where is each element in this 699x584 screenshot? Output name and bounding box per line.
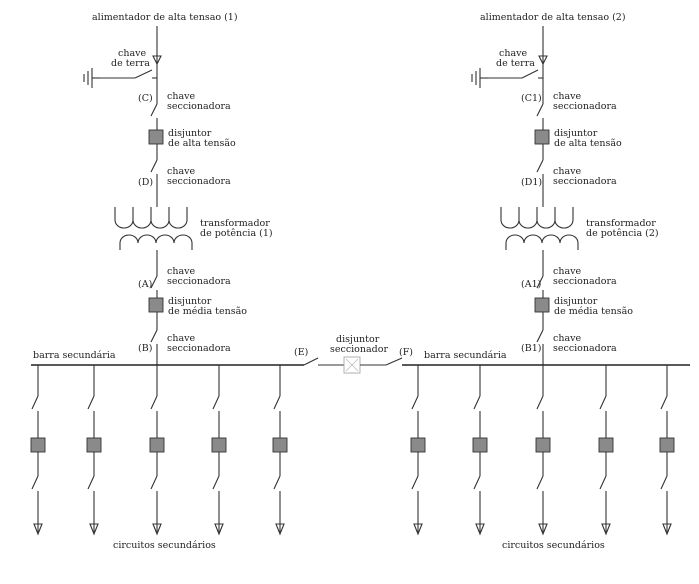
disconnect-switch-D-label: chave seccionadora <box>167 166 231 187</box>
tie-breaker-section: (E) (F) disjuntor seccionador <box>294 334 413 374</box>
outgoing-feeder-right-2 <box>472 365 488 536</box>
feeder-arrow <box>413 523 423 536</box>
ground-symbol <box>83 68 100 88</box>
hv-breaker-1 <box>148 129 164 145</box>
point-A1: (A1) <box>521 279 541 290</box>
point-B: (B) <box>138 343 152 354</box>
earth-switch-2-label: chave de terra <box>496 48 535 69</box>
feeder-arrow <box>33 523 43 536</box>
mv-breaker-1 <box>148 297 164 313</box>
feeder-breaker <box>272 437 288 453</box>
disconnect-switch-C1-label: chave seccionadora <box>553 91 617 112</box>
feeder-arrow <box>475 523 485 536</box>
feeder-2-label: alimentador de alta tensao (2) <box>480 12 626 23</box>
feeder-arrow <box>89 523 99 536</box>
secondary-bus-1-label: barra secundária <box>33 350 116 361</box>
outgoing-feeder-right-1 <box>410 365 426 536</box>
point-C: (C) <box>138 93 153 104</box>
transformer-2 <box>500 207 579 250</box>
feeder-breaker <box>535 437 551 453</box>
feeder-arrow <box>275 523 285 536</box>
disconnect-switch-D1-label: chave seccionadora <box>553 166 617 187</box>
point-C1: (C1) <box>521 93 542 104</box>
feeder-breaker <box>410 437 426 453</box>
mv-breaker-2 <box>534 297 550 313</box>
outgoing-feeder-right-4 <box>598 365 614 536</box>
right-incoming-bay: alimentador de alta tensao (2) chave de … <box>471 12 659 365</box>
outgoing-feeder-left-2 <box>86 365 102 536</box>
feeder-1-label: alimentador de alta tensao (1) <box>92 12 238 23</box>
hv-breaker-1-label: disjuntor de alta tensão <box>168 128 236 149</box>
transformer-1 <box>114 207 193 250</box>
left-outgoing-feeders <box>30 365 288 536</box>
point-E: (E) <box>294 347 308 358</box>
earth-switch-1 <box>100 69 158 84</box>
disconnect-switch-A1-label: chave seccionadora <box>553 266 617 287</box>
feeder-breaker <box>86 437 102 453</box>
disconnect-switch-B-label: chave seccionadora <box>167 333 231 354</box>
transformer-1-label: transformador de potência (1) <box>200 218 273 239</box>
feeder-arrow <box>538 523 548 536</box>
ground-symbol <box>471 68 488 88</box>
point-F: (F) <box>399 347 413 358</box>
disconnect-switch-B1-label: chave seccionadora <box>553 333 617 354</box>
disconnect-switch-A-label: chave seccionadora <box>167 266 231 287</box>
secondary-circuits-2-label: circuitos secundários <box>502 540 605 551</box>
outgoing-feeder-left-4 <box>211 365 227 536</box>
outgoing-feeder-right-3 <box>535 365 551 536</box>
outgoing-feeder-left-1 <box>30 365 46 536</box>
point-A: (A) <box>138 279 152 290</box>
secondary-circuits-1-label: circuitos secundários <box>113 540 216 551</box>
secondary-bus-2-label: barra secundária <box>424 350 507 361</box>
earth-switch-2 <box>488 69 544 84</box>
feeder-breaker <box>659 437 675 453</box>
feeder-arrow <box>152 523 162 536</box>
point-B1: (B1) <box>521 343 541 354</box>
feeder-breaker <box>598 437 614 453</box>
feeder-breaker <box>30 437 46 453</box>
feeder-arrow <box>662 523 672 536</box>
feeder-arrow <box>214 523 224 536</box>
feeder-breaker <box>211 437 227 453</box>
hv-breaker-2-label: disjuntor de alta tensão <box>554 128 622 149</box>
feeder-arrow <box>601 523 611 536</box>
right-outgoing-feeders <box>410 365 675 536</box>
mv-breaker-2-label: disjuntor de média tensão <box>554 296 633 317</box>
feeder-breaker <box>472 437 488 453</box>
transformer-2-label: transformador de potência (2) <box>586 218 659 239</box>
mv-breaker-1-label: disjuntor de média tensão <box>168 296 247 317</box>
outgoing-feeder-left-3 <box>149 365 165 536</box>
earth-switch-1-label: chave de terra <box>111 48 150 69</box>
point-D: (D) <box>138 177 153 188</box>
left-incoming-bay: alimentador de alta tensao (1) chave de … <box>83 12 273 365</box>
outgoing-feeder-left-5 <box>272 365 288 536</box>
outgoing-feeder-right-5 <box>659 365 675 536</box>
hv-breaker-2 <box>534 129 550 145</box>
disconnect-switch-C-label: chave seccionadora <box>167 91 231 112</box>
point-D1: (D1) <box>521 177 542 188</box>
tie-breaker-label: disjuntor seccionador <box>330 334 388 355</box>
feeder-breaker <box>149 437 165 453</box>
